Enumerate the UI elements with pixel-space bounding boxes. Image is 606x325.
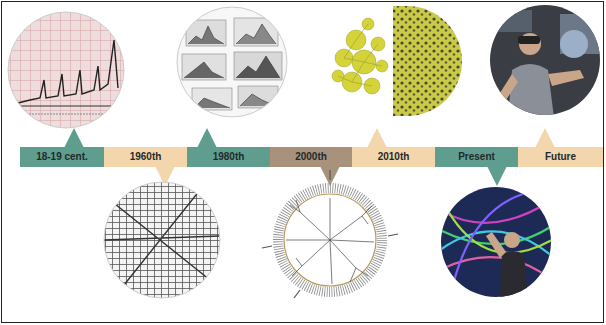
period-label: Present [458,152,495,162]
historic-chart-image [0,0,130,140]
timeline-band: 2000th [270,147,352,167]
timeline-band: Future [518,147,603,167]
timeline-band: 1960th [104,147,187,167]
surface-plots-image [170,0,300,125]
timeline-band: Present [435,147,518,167]
network-images [322,6,462,116]
period-label: 2010th [378,152,410,162]
period-label: 1960th [130,152,162,162]
grid-map-image [100,180,224,300]
vr-user-image [488,2,603,118]
radial-tree-image [262,170,398,298]
timeline-pointers [64,128,555,186]
timeline-band: 18-19 cent. [20,147,104,167]
immersive-viz-image [440,186,552,298]
period-label: 2000th [295,152,327,162]
timeline-band: 1980th [187,147,270,167]
period-label: 1980th [213,152,245,162]
timeline-band: 2010th [352,147,435,167]
period-label: Future [545,152,576,162]
period-label: 18-19 cent. [36,152,88,162]
